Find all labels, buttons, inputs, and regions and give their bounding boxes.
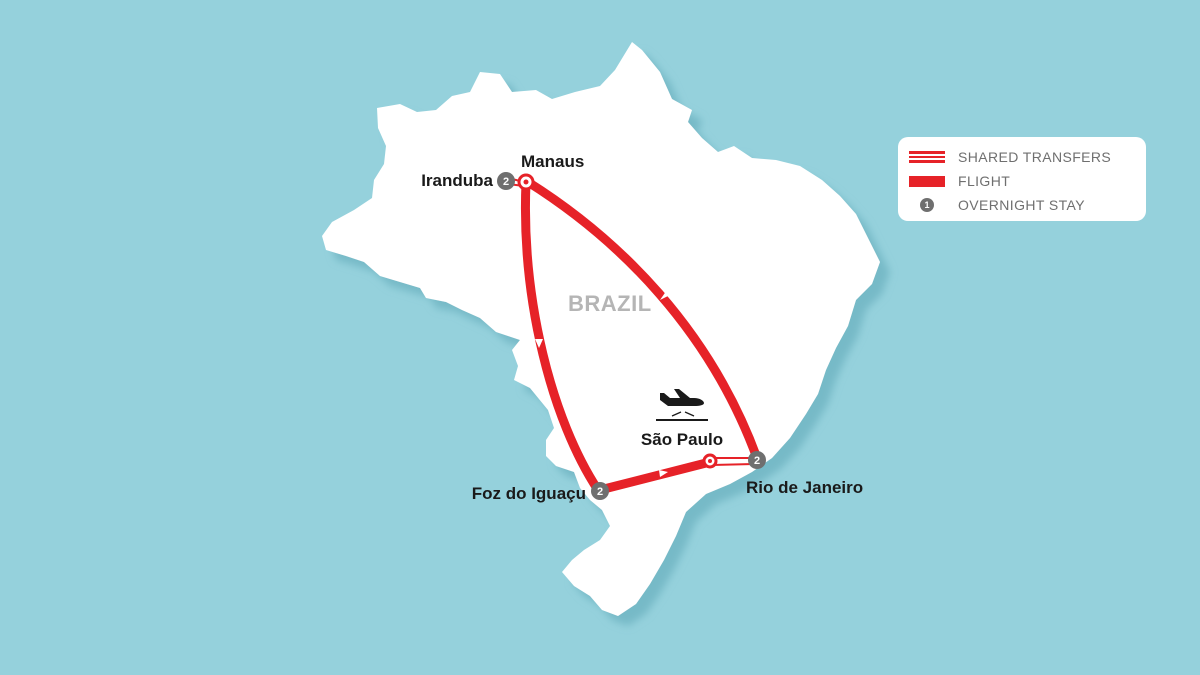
flight-routes [521,177,762,495]
map-legend: SHARED TRANSFERS FLIGHT 1 OVERNIGHT STAY [898,137,1146,221]
plane-landing-icon [656,389,708,421]
rio-overnight-badge: 2 [748,451,766,469]
direction-arrows [535,287,669,477]
city-label-iranduba: Iranduba [421,171,493,190]
saopaulo-node[interactable] [702,453,718,469]
route-foz-saopaulo [595,457,715,495]
legend-label-overnight: OVERNIGHT STAY [958,197,1085,213]
city-label-saopaulo: São Paulo [641,430,723,449]
overnight-badge-icon: 1 [908,198,946,212]
legend-item-transfer: SHARED TRANSFERS [908,145,1136,169]
transfer-saopaulo-rio [711,457,755,466]
arrow-up-icon [660,287,669,300]
svg-text:2: 2 [754,455,760,467]
svg-text:2: 2 [503,176,509,188]
iranduba-overnight-badge: 2 [497,172,515,190]
legend-item-overnight: 1 OVERNIGHT STAY [908,193,1136,217]
legend-item-flight: FLIGHT [908,169,1136,193]
foz-overnight-badge: 2 [591,482,609,500]
arrow-right-icon [659,470,668,477]
route-manaus-rio [523,177,762,463]
svg-text:2: 2 [597,486,603,498]
arrow-down-icon [535,339,543,348]
legend-label-flight: FLIGHT [958,173,1011,189]
city-label-foz: Foz do Iguaçu [472,484,586,503]
legend-label-transfer: SHARED TRANSFERS [958,149,1112,165]
manaus-node[interactable] [517,173,535,191]
flight-line-icon [908,174,946,188]
city-label-manaus: Manaus [521,152,584,171]
transfer-line-icon [908,150,946,164]
country-label: BRAZIL [568,291,652,316]
brazil-landmass [322,42,880,616]
route-manaus-foz [521,177,603,495]
city-label-rio: Rio de Janeiro [746,478,863,497]
